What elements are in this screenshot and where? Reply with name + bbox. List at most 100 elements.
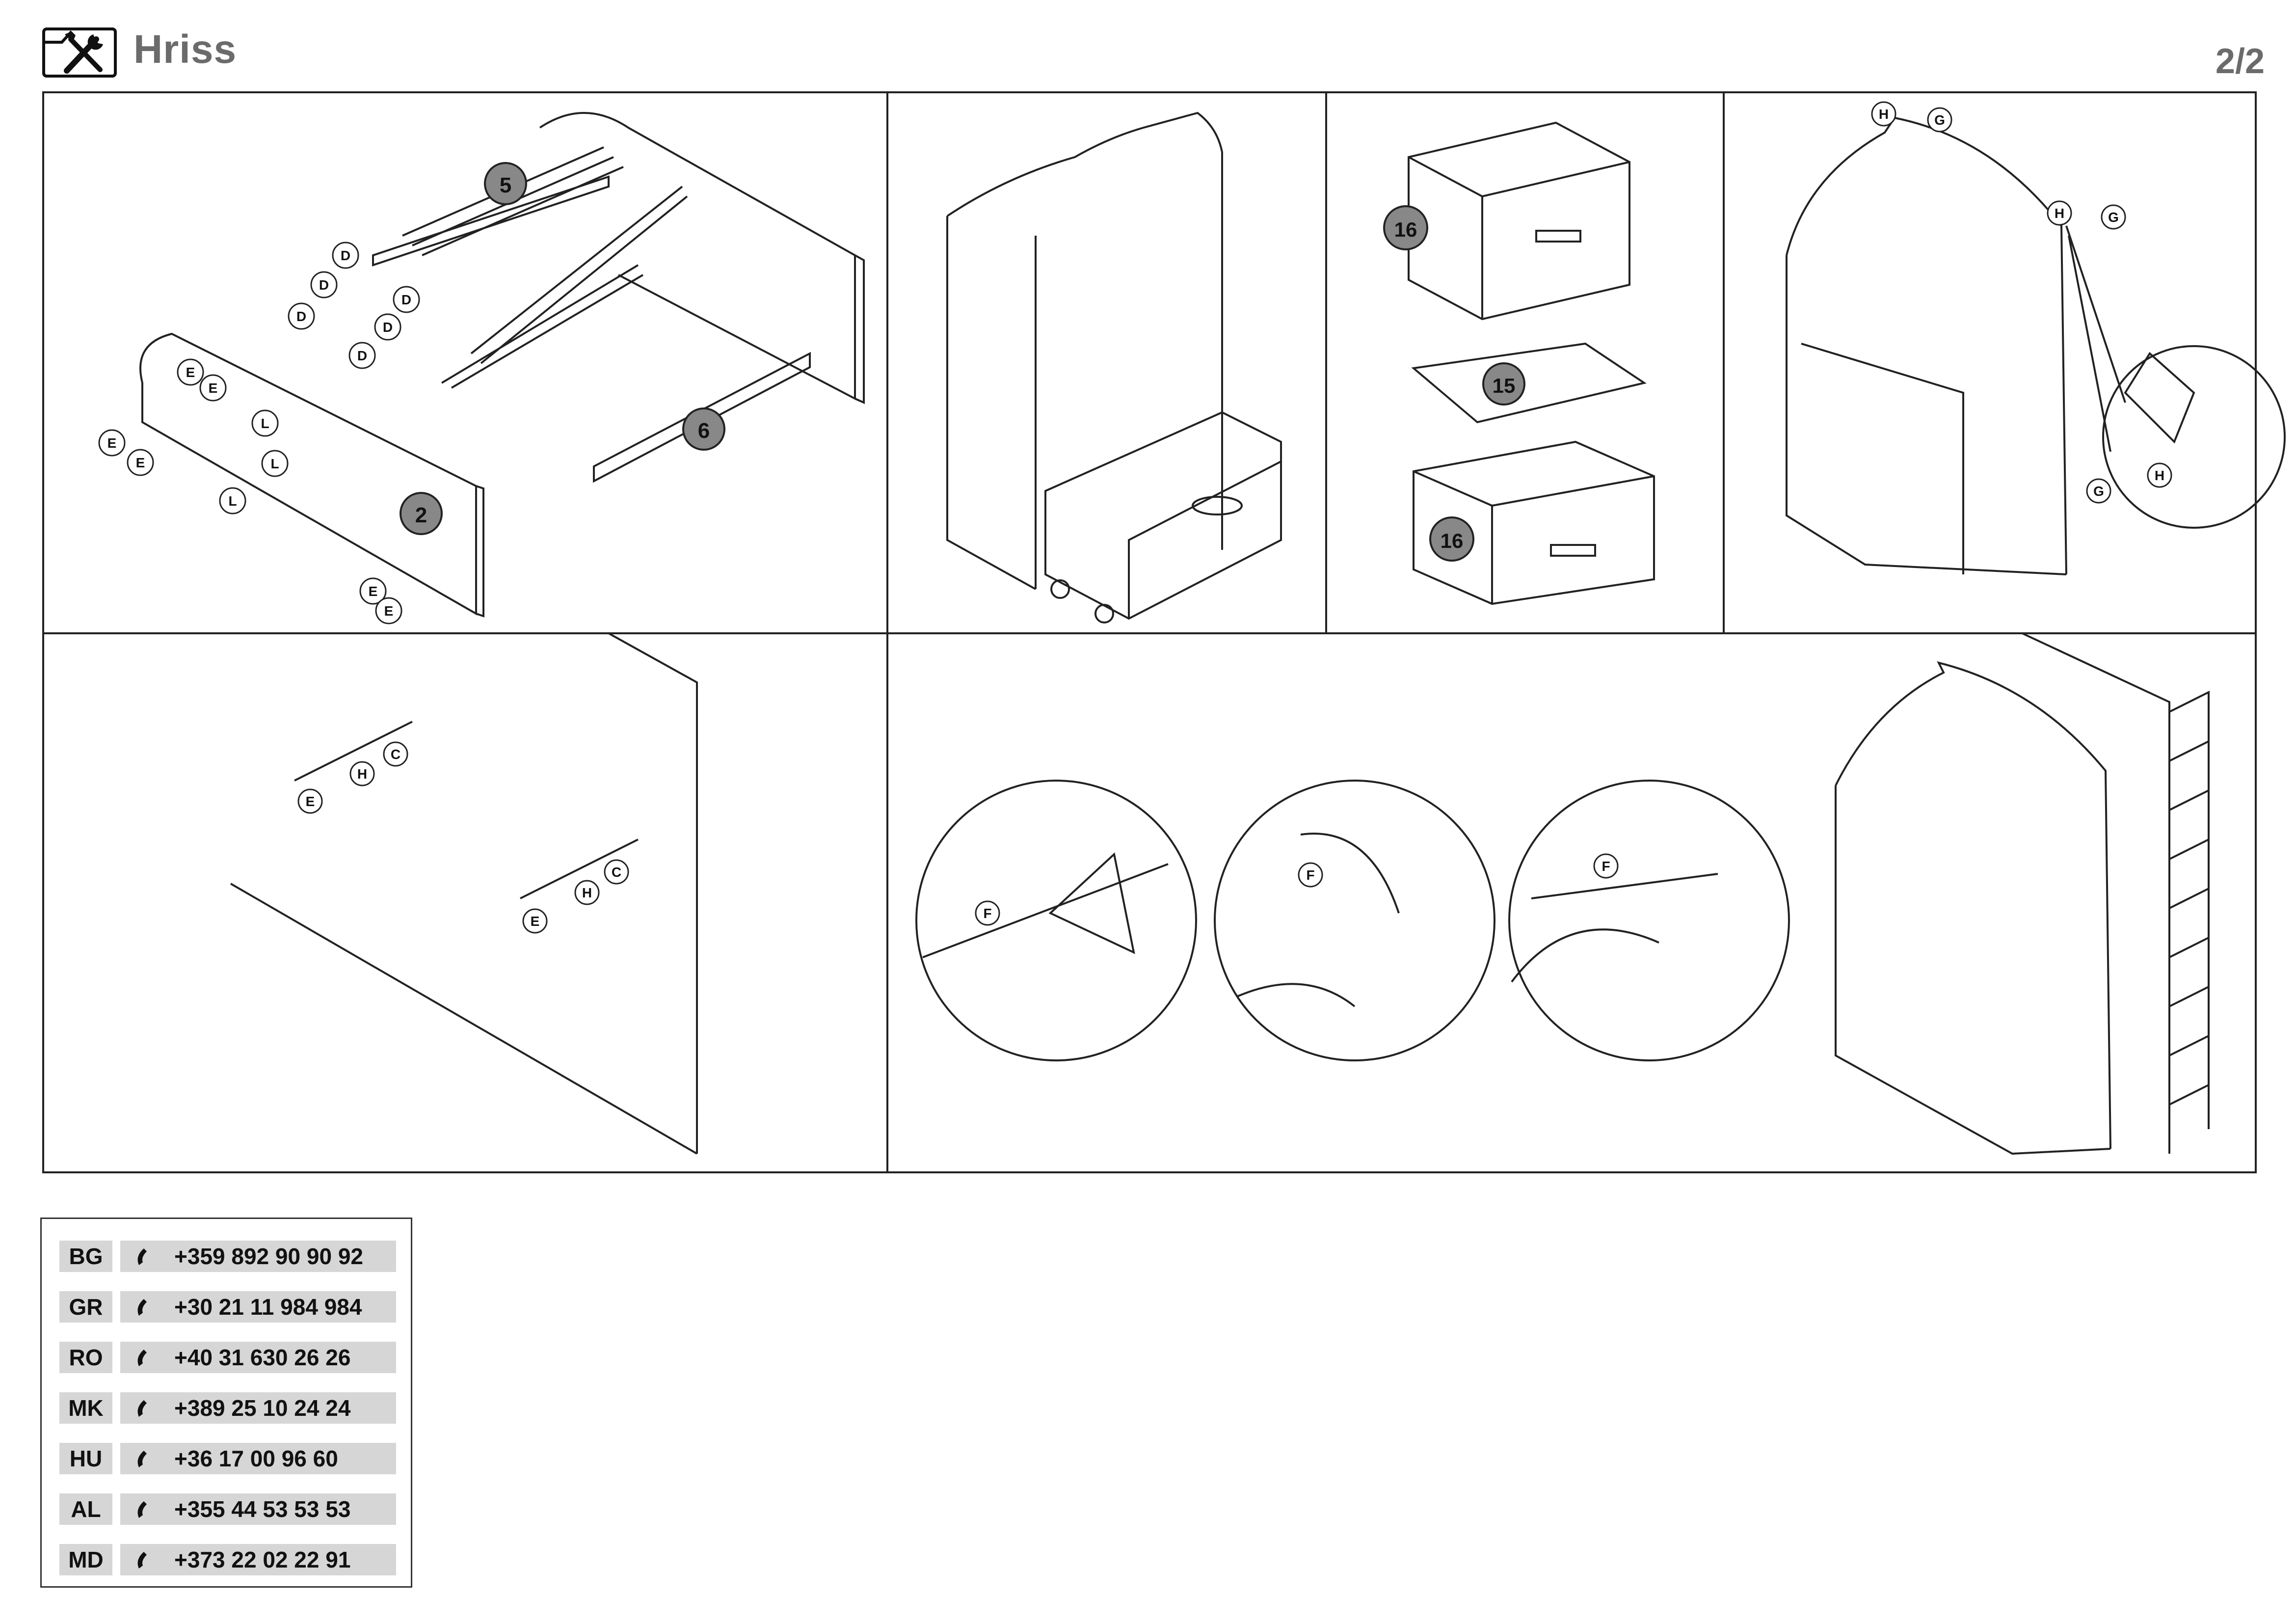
- svg-text:2: 2: [415, 503, 427, 527]
- part-callout: 16: [1429, 516, 1474, 562]
- phone-icon: [137, 1501, 147, 1518]
- step-4-cabinet: [1786, 116, 2286, 575]
- part-callout: 2: [400, 492, 443, 535]
- svg-text:H: H: [582, 885, 592, 900]
- hardware-label: D: [374, 313, 401, 341]
- hardware-label: E: [375, 597, 402, 624]
- country-code: MD: [59, 1544, 112, 1575]
- contact-row: MD +373 22 02 22 91: [59, 1544, 396, 1575]
- contact-row: RO +40 31 630 26 26: [59, 1342, 396, 1373]
- svg-text:E: E: [107, 435, 117, 451]
- phone-icon: [137, 1299, 147, 1316]
- svg-text:H: H: [2055, 206, 2064, 221]
- part-callout: 15: [1482, 362, 1525, 406]
- hardware-label: H: [2147, 462, 2172, 488]
- svg-text:D: D: [296, 309, 306, 324]
- svg-text:L: L: [270, 456, 279, 471]
- svg-text:F: F: [1306, 867, 1314, 883]
- svg-text:15: 15: [1493, 374, 1516, 397]
- contact-row: MK +389 25 10 24 24: [59, 1392, 396, 1424]
- hardware-label: C: [604, 859, 629, 885]
- hardware-label: E: [98, 429, 126, 457]
- contact-row: GR +30 21 11 984 984: [59, 1291, 396, 1323]
- svg-text:H: H: [2155, 468, 2164, 483]
- svg-text:F: F: [1602, 859, 1610, 874]
- page-number: 2/2: [2215, 42, 2265, 81]
- hardware-label: D: [332, 242, 359, 269]
- svg-text:16: 16: [1394, 218, 1417, 241]
- step-6-final: [915, 632, 2210, 1155]
- step-5-wall: [230, 632, 698, 1155]
- svg-text:G: G: [2093, 484, 2104, 499]
- assembly-diagram: 5 6 2 16 15 16 D D D D D D E E E E E E L…: [42, 91, 2286, 1173]
- step-1-panel: [139, 112, 865, 618]
- hardware-label: G: [2086, 478, 2111, 504]
- phone-icon: [137, 1552, 147, 1569]
- svg-text:D: D: [383, 320, 393, 335]
- country-code: BG: [59, 1241, 112, 1272]
- phone-number: +389 25 10 24 24: [174, 1395, 351, 1421]
- contact-row: BG +359 892 90 90 92: [59, 1241, 396, 1272]
- svg-text:D: D: [341, 248, 350, 263]
- part-callout: 6: [682, 407, 725, 451]
- svg-text:16: 16: [1441, 529, 1464, 552]
- tools-icon: [42, 27, 117, 78]
- country-code: HU: [59, 1443, 112, 1474]
- svg-text:E: E: [209, 380, 218, 396]
- svg-text:D: D: [319, 277, 329, 293]
- hardware-label: E: [359, 577, 387, 605]
- phone-cell: +373 22 02 22 91: [120, 1544, 396, 1575]
- hardware-label: L: [219, 487, 246, 514]
- country-code: GR: [59, 1291, 112, 1323]
- hardware-label: L: [251, 409, 279, 437]
- hardware-label: G: [1927, 107, 1952, 133]
- svg-text:L: L: [261, 416, 269, 431]
- hardware-label: F: [975, 900, 1000, 926]
- phone-cell: +355 44 53 53 53: [120, 1493, 396, 1525]
- svg-text:H: H: [1879, 107, 1889, 122]
- contact-table: BG +359 892 90 90 92 GR +30 21 11 984 98…: [40, 1218, 412, 1588]
- hardware-label: F: [1593, 853, 1619, 879]
- svg-text:E: E: [186, 365, 195, 380]
- hardware-label: F: [1298, 862, 1323, 888]
- phone-cell: +36 17 00 96 60: [120, 1443, 396, 1474]
- svg-text:H: H: [357, 766, 367, 782]
- svg-text:5: 5: [500, 173, 511, 197]
- hardware-label: H: [349, 761, 375, 786]
- hardware-label: D: [393, 286, 420, 313]
- phone-number: +359 892 90 90 92: [174, 1244, 363, 1269]
- hardware-label: E: [177, 358, 204, 386]
- phone-number: +40 31 630 26 26: [174, 1345, 351, 1370]
- svg-text:E: E: [531, 914, 540, 929]
- phone-cell: +389 25 10 24 24: [120, 1392, 396, 1424]
- svg-text:E: E: [384, 603, 394, 619]
- country-code: AL: [59, 1493, 112, 1525]
- hardware-label: H: [1871, 101, 1896, 127]
- svg-text:C: C: [612, 865, 621, 880]
- svg-text:L: L: [228, 493, 237, 509]
- hardware-label: E: [127, 449, 154, 476]
- step-2-cabinet: [946, 111, 1282, 623]
- svg-text:G: G: [2108, 210, 2119, 225]
- step-3-boxes: [1408, 121, 1655, 605]
- svg-text:E: E: [306, 794, 315, 809]
- hardware-label: D: [310, 271, 338, 298]
- hardware-label: G: [2101, 204, 2126, 230]
- phone-number: +373 22 02 22 91: [174, 1547, 351, 1572]
- part-callout: 5: [484, 162, 527, 205]
- svg-text:C: C: [391, 747, 400, 762]
- svg-text:E: E: [369, 584, 378, 599]
- phone-cell: +359 892 90 90 92: [120, 1241, 396, 1272]
- hardware-label: E: [199, 374, 227, 402]
- country-code: MK: [59, 1392, 112, 1424]
- svg-text:D: D: [401, 292, 411, 307]
- hardware-label: H: [2047, 200, 2072, 226]
- phone-number: +30 21 11 984 984: [174, 1294, 362, 1320]
- svg-text:E: E: [136, 455, 145, 470]
- hardware-label: D: [288, 302, 315, 330]
- phone-icon: [137, 1350, 147, 1366]
- hardware-label: L: [261, 450, 289, 477]
- phone-number: +355 44 53 53 53: [174, 1496, 351, 1522]
- part-callouts: 5 6 2 16 15 16: [400, 162, 1525, 562]
- hardware-label: E: [297, 788, 323, 814]
